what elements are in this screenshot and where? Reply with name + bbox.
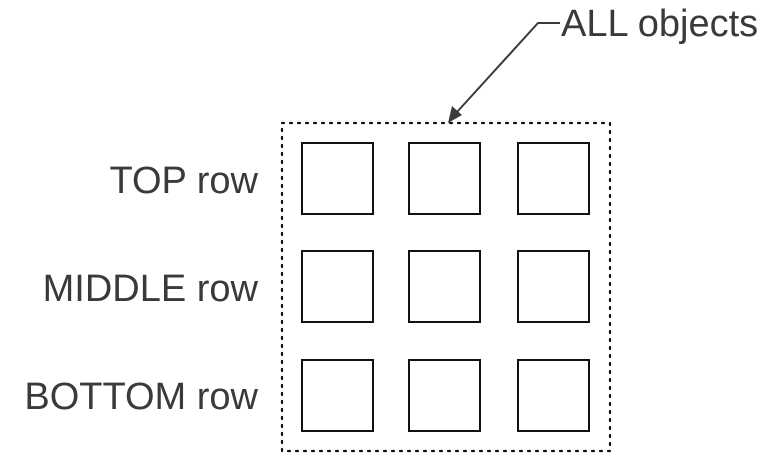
all-objects-label: ALL objects <box>561 3 758 45</box>
object-middle-center <box>408 250 481 323</box>
object-bottom-center <box>408 359 481 432</box>
object-bottom-left <box>301 359 374 432</box>
top-row-label: TOP row <box>109 160 258 202</box>
object-grid <box>301 142 590 432</box>
leader-line <box>456 22 560 113</box>
middle-row-label: MIDDLE row <box>43 268 259 310</box>
object-top-center <box>408 142 481 215</box>
object-middle-left <box>301 250 374 323</box>
arrowhead-icon <box>448 106 462 123</box>
object-bottom-right <box>517 359 590 432</box>
bottom-row-label: BOTTOM row <box>24 376 258 418</box>
all-objects-callout <box>448 22 560 123</box>
object-top-left <box>301 142 374 215</box>
object-top-right <box>517 142 590 215</box>
object-middle-right <box>517 250 590 323</box>
